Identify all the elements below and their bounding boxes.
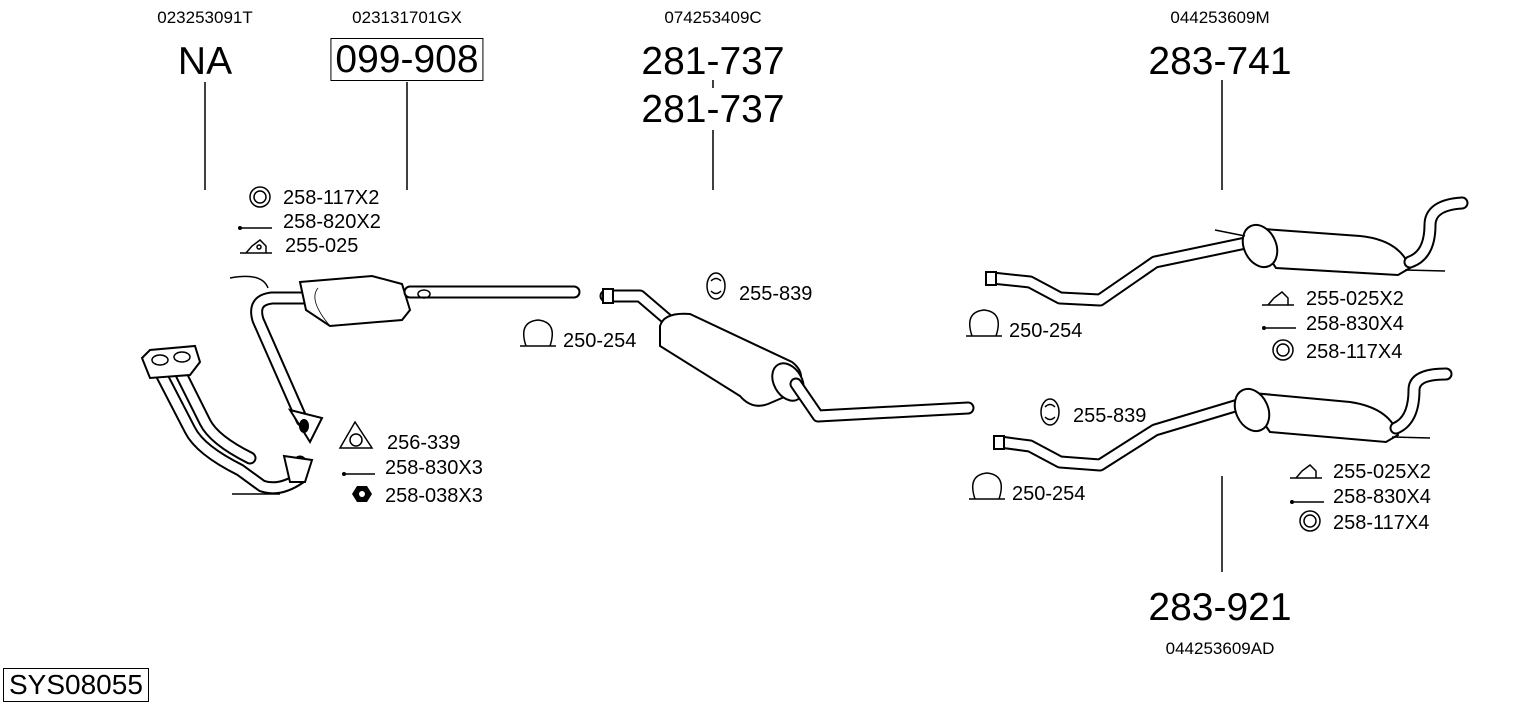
gasket-icon: [338, 420, 374, 449]
accessory-label[interactable]: 255-839: [1073, 405, 1147, 427]
rear-muffler-b-drawing: [993, 367, 1453, 472]
clamp-icon: [969, 472, 1005, 500]
oem-number-catalyst: 023131701GX: [352, 8, 462, 27]
bolt-icon: [1262, 326, 1296, 330]
part-number-manifold: NA: [177, 40, 233, 83]
accessory-label[interactable]: 258-117X4: [1306, 341, 1403, 363]
manifold-drawing: [140, 344, 314, 495]
rear-muffler-a-drawing: [985, 196, 1469, 307]
catalyst-drawing: [229, 274, 581, 445]
accessory-label[interactable]: 250-254: [563, 330, 637, 352]
part-number-rear-muffler-a[interactable]: 283-741: [1148, 40, 1292, 83]
clamp-icon: [966, 309, 1002, 337]
bolt-icon: [1290, 500, 1324, 504]
accessory-label[interactable]: 255-025X2: [1306, 288, 1404, 310]
oem-number-manifold: 023253091T: [157, 8, 253, 27]
bolt-icon: [342, 472, 375, 476]
ring-icon: [249, 186, 271, 208]
accessory-label[interactable]: 250-254: [1009, 320, 1083, 342]
oem-number-rear-muffler-a: 044253609M: [1170, 8, 1270, 27]
part-number-center-muffler[interactable]: 281-737: [641, 40, 785, 83]
part-number-center-muffler[interactable]: 281-737: [641, 88, 785, 131]
accessory-label[interactable]: 258-830X4: [1306, 313, 1404, 335]
ring-icon: [1272, 339, 1294, 361]
part-number-rear-muffler-b[interactable]: 283-921: [1148, 586, 1292, 629]
accessory-label[interactable]: 258-117X2: [283, 187, 380, 209]
accessory-label[interactable]: 255-025X2: [1333, 461, 1431, 483]
ring-icon: [1299, 510, 1321, 532]
bolt-icon: [238, 226, 272, 230]
center-muffler-drawing: [599, 288, 975, 423]
hanger-icon: [1262, 291, 1294, 306]
accessory-label[interactable]: 250-254: [1012, 483, 1086, 505]
oem-number-center-muffler: 074253409C: [664, 8, 762, 27]
hanger-icon: [240, 239, 272, 254]
accessory-label[interactable]: 255-025: [285, 235, 359, 257]
part-number-catalyst[interactable]: 099-908: [330, 38, 484, 81]
rubber-hanger-icon: [1040, 398, 1060, 426]
accessory-label[interactable]: 258-820X2: [283, 211, 381, 233]
accessory-label[interactable]: 258-830X4: [1333, 486, 1431, 508]
nut-icon: [352, 486, 372, 502]
system-id: SYS08055: [3, 668, 149, 702]
accessory-label[interactable]: 258-830X3: [385, 457, 483, 479]
accessory-label[interactable]: 258-038X3: [385, 485, 483, 507]
rubber-hanger-icon: [706, 272, 726, 300]
accessory-label[interactable]: 258-117X4: [1333, 512, 1430, 534]
hanger-icon: [1290, 464, 1322, 479]
accessory-label[interactable]: 255-839: [739, 283, 813, 305]
oem-number-rear-muffler-b: 044253609AD: [1165, 639, 1275, 658]
accessory-label[interactable]: 256-339: [387, 432, 461, 454]
leader-lines: [204, 80, 1223, 572]
clamp-icon: [520, 319, 556, 347]
